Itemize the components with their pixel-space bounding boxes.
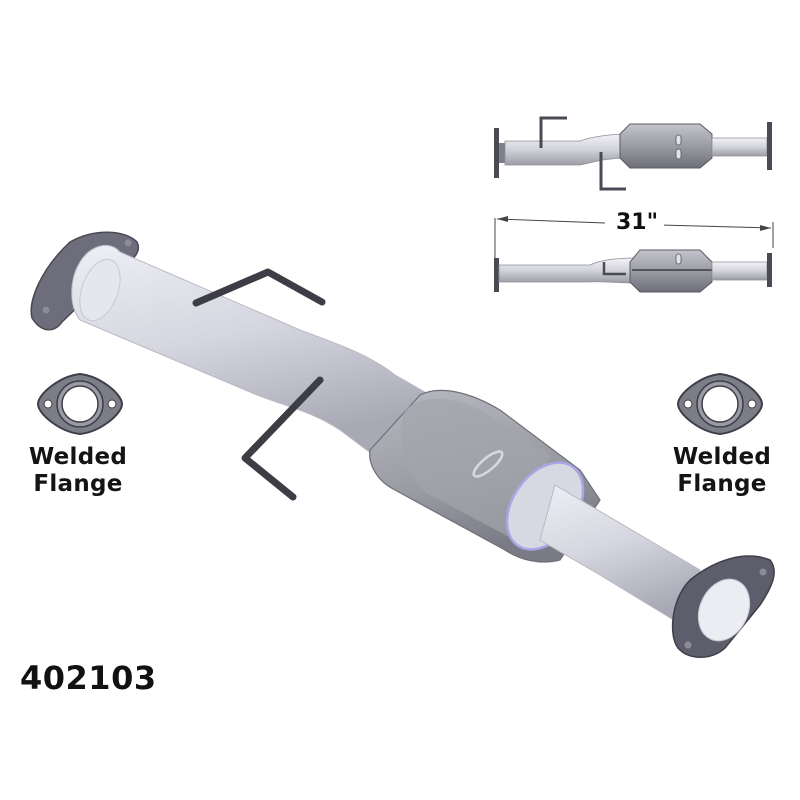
hanger-rod-upper bbox=[192, 268, 326, 307]
label-line-1: Welded bbox=[672, 444, 772, 470]
catalytic-converter bbox=[369, 389, 601, 563]
label-line-1: Welded bbox=[28, 444, 128, 470]
isometric-view bbox=[30, 231, 775, 658]
outlet-pipe bbox=[539, 484, 701, 631]
welded-flange-label-right: Welded Flange bbox=[662, 444, 782, 498]
length-dimension-label: 31" bbox=[610, 210, 665, 235]
label-line-2: Flange bbox=[677, 471, 767, 497]
flange-icon bbox=[36, 372, 124, 436]
side-view-bottom bbox=[494, 216, 774, 293]
outlet-flange bbox=[671, 555, 775, 658]
welded-flange-label-left: Welded Flange bbox=[18, 444, 138, 498]
dimension-line bbox=[494, 216, 774, 268]
flange-icon bbox=[676, 372, 764, 436]
side-view-top bbox=[494, 116, 772, 191]
part-number: 402103 bbox=[20, 659, 157, 697]
hanger-rod-lower bbox=[241, 376, 324, 501]
label-line-2: Flange bbox=[33, 471, 123, 497]
